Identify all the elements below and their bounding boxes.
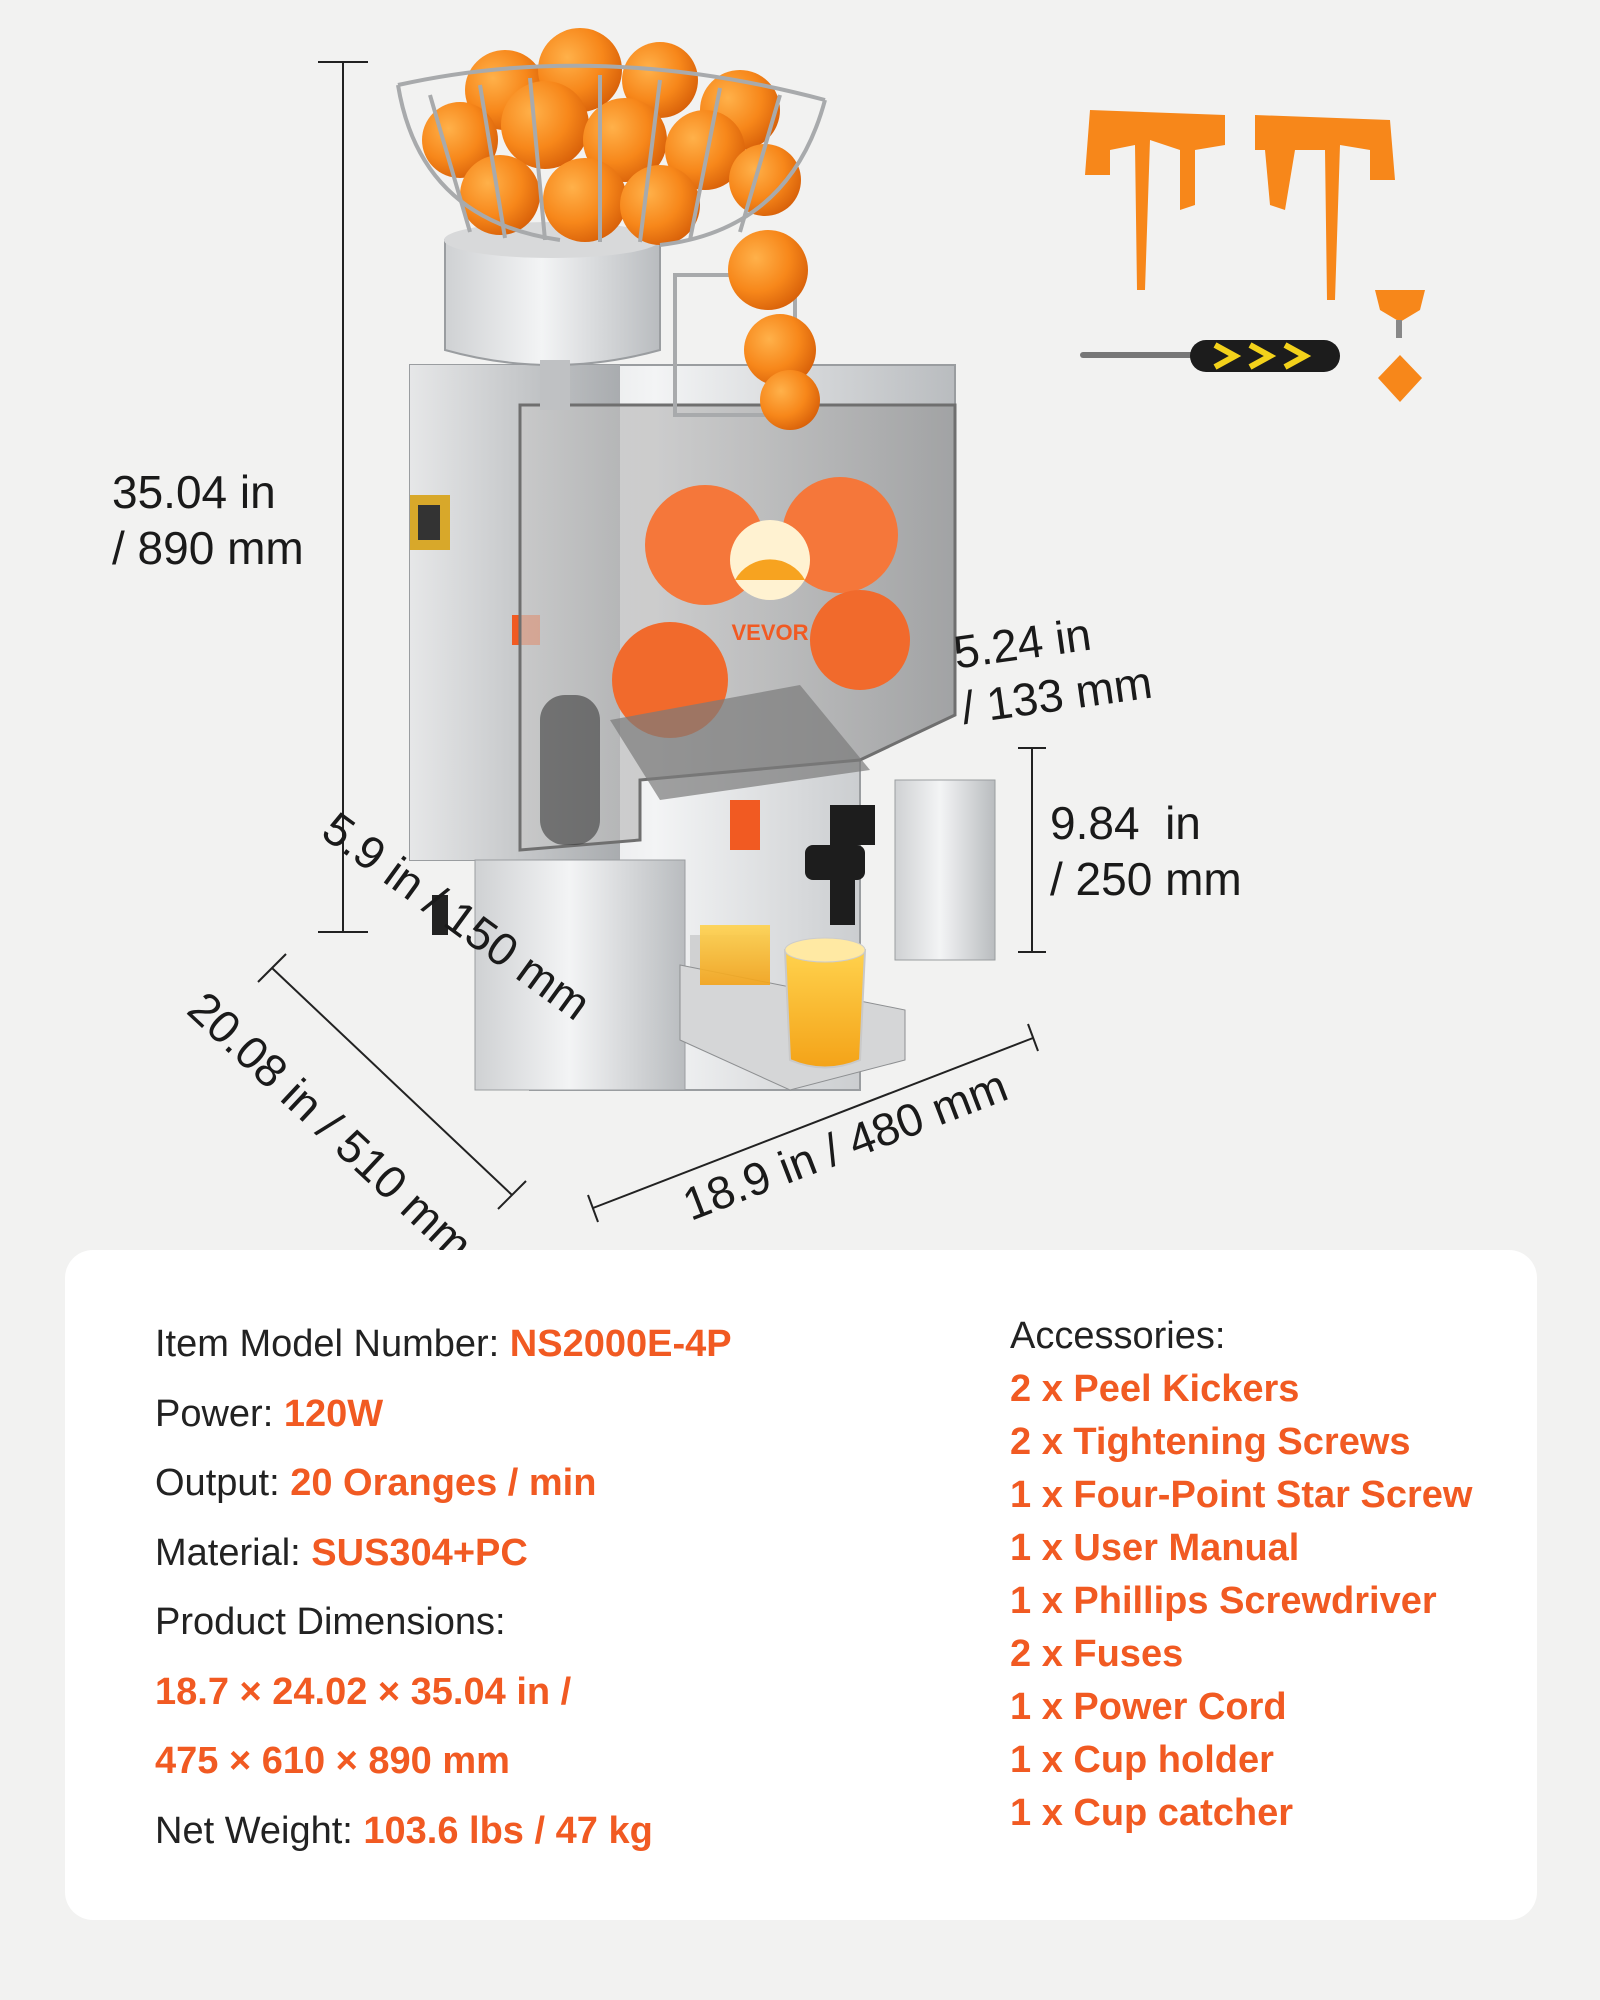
spec-weight: Net Weight: 103.6 lbs / 47 kg: [155, 1809, 653, 1852]
juicer-illustration: VEVOR: [257, 28, 1425, 1223]
spec-model: Item Model Number: NS2000E-4P: [155, 1323, 732, 1365]
accessories-title: Accessories:: [1010, 1315, 1226, 1357]
accessory-item: 1 x User Manual: [1010, 1527, 1300, 1569]
accessory-item: 2 x Tightening Screws: [1010, 1421, 1411, 1463]
accessories-list: Accessories: 2 x Peel Kickers 2 x Tighte…: [1010, 1310, 1472, 1840]
accessory-item: 2 x Peel Kickers: [1010, 1368, 1300, 1410]
spec-material: Material: SUS304+PC: [155, 1531, 528, 1574]
accessory-item: 1 x Phillips Screwdriver: [1010, 1580, 1437, 1622]
accessories-illustration: [1080, 110, 1425, 402]
spec-dimensions-mm: 475 × 610 × 890 mm: [155, 1740, 510, 1782]
accessory-item: 1 x Cup catcher: [1010, 1792, 1293, 1834]
juicing-cups: VEVOR: [612, 477, 910, 738]
spec-output: Output: 20 Oranges / min: [155, 1462, 597, 1504]
accessory-item: 1 x Cup holder: [1010, 1739, 1274, 1781]
spec-power: Power: 120W: [155, 1392, 384, 1435]
product-illustration-area: VEVOR: [112, 28, 1425, 1271]
specs-list: Item Model Number: NS2000E-4P Power: 120…: [155, 1310, 732, 1866]
specifications-card: Item Model Number: NS2000E-4P Power: 120…: [65, 1250, 1537, 1920]
clear-cover: VEVOR: [518, 403, 957, 852]
cup-clearance-dimension-label: 9.84 in / 250 mm: [1050, 797, 1242, 905]
vevor-logo: VEVOR: [731, 620, 808, 645]
orange-basket: [396, 28, 827, 430]
accessory-item: 1 x Four-Point Star Screw: [1010, 1474, 1473, 1516]
spec-dimensions-label: Product Dimensions:: [155, 1601, 506, 1643]
height-dimension-label: 35.04 in / 890 mm: [112, 466, 304, 574]
accessory-item: 1 x Power Cord: [1010, 1686, 1287, 1728]
accessory-item: 2 x Fuses: [1010, 1633, 1184, 1675]
cup-drawer: [679, 925, 906, 1091]
spec-dimensions-in: 18.7 × 24.02 × 35.04 in /: [155, 1670, 572, 1713]
